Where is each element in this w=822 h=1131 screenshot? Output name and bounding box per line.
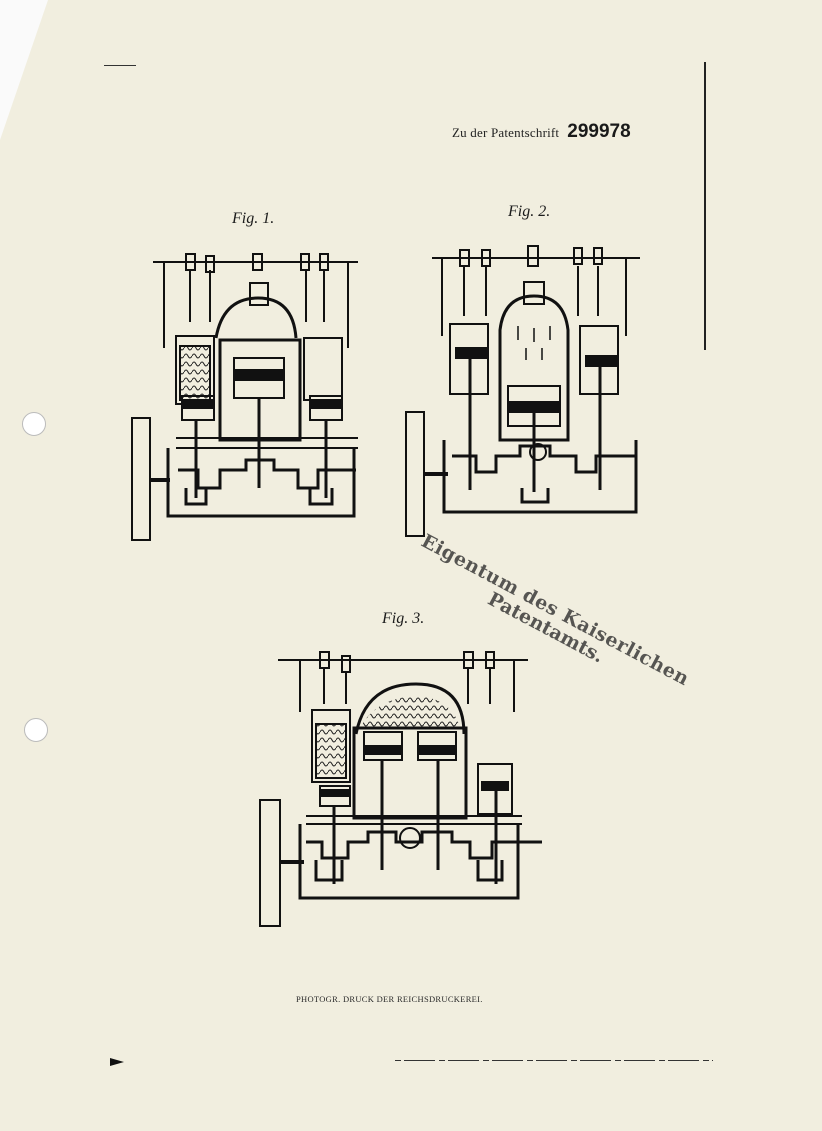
fig3-label: Fig. 3.: [382, 610, 425, 627]
fig2-engine-drawing: [405, 245, 640, 537]
fig1-engine-drawing: [131, 253, 358, 541]
printer-credit: PHOTOGR. DRUCK DER REICHSDRUCKEREI.: [296, 994, 483, 1004]
punch-hole-upper: [22, 412, 46, 436]
top-left-rule: [104, 65, 136, 66]
fig2-label: Fig. 2.: [508, 203, 551, 220]
right-margin-line: [704, 62, 706, 350]
punch-hole-lower: [24, 718, 48, 742]
patent-header: Zu der Patentschrift 299978: [452, 121, 631, 143]
header-label: Zu der Patentschrift: [452, 125, 560, 140]
registration-mark: [110, 1058, 124, 1066]
bottom-rule: [395, 1060, 713, 1061]
fig1-label: Fig. 1.: [232, 210, 275, 227]
patent-number: 299978: [567, 121, 631, 142]
fig3-engine-drawing: [259, 651, 542, 927]
